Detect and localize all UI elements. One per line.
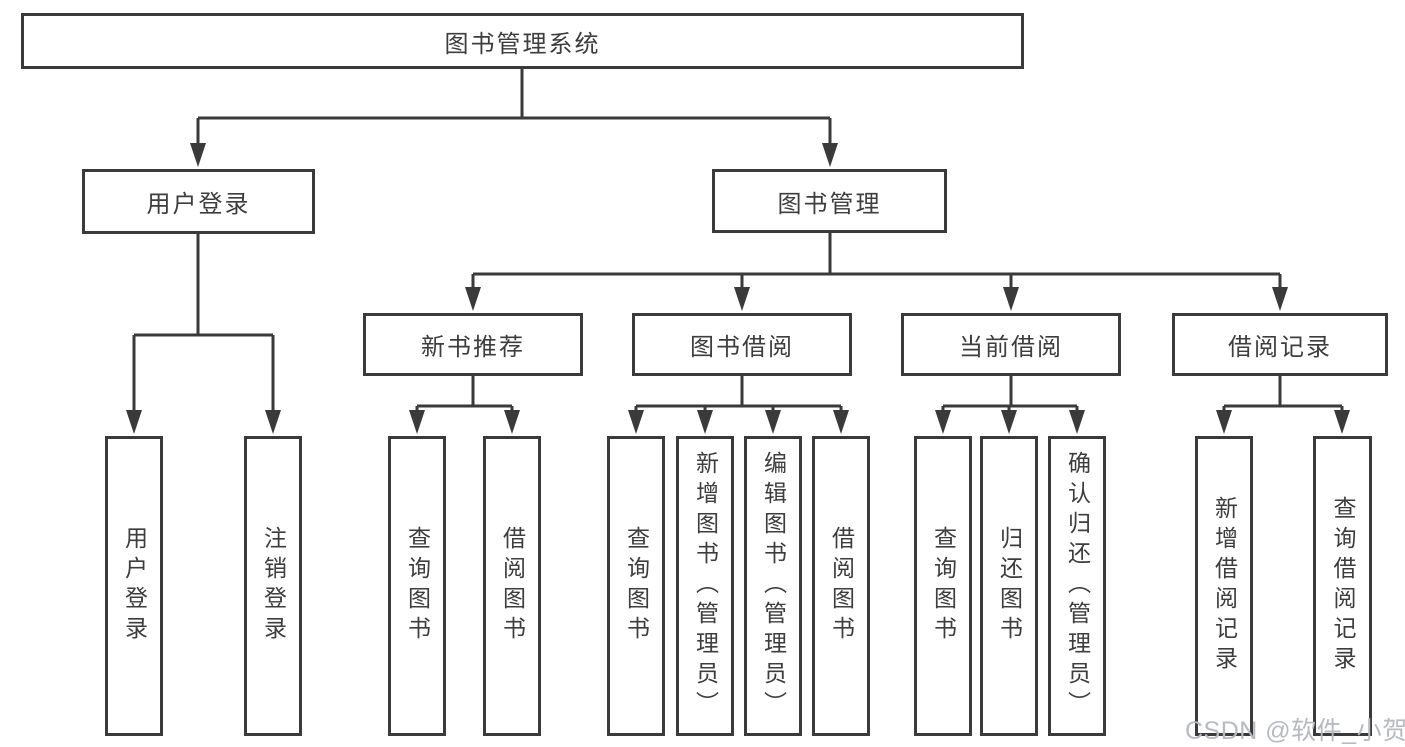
connector-bookmgmt-to-level3 — [465, 233, 1288, 311]
leaf-label: 查询借阅记录 — [1330, 496, 1356, 676]
node-borrow-record-label: 借阅记录 — [1228, 334, 1332, 361]
node-new-book-recommend: 新书推荐 — [363, 313, 583, 376]
leaf-label: 借阅图书 — [499, 526, 526, 646]
leaf-label: 确认归还（管理员） — [1064, 451, 1091, 721]
node-current-borrow: 当前借阅 — [901, 313, 1121, 376]
node-book-management-label: 图书管理 — [777, 190, 882, 218]
node-leaf-user-login: 用户登录 — [105, 436, 163, 736]
node-leaf-borrow-book-recommend: 借阅图书 — [483, 436, 541, 736]
node-new-book-recommend-label: 新书推荐 — [421, 334, 525, 361]
leaf-label: 新增借阅记录 — [1211, 496, 1238, 676]
leaf-label: 查询图书 — [930, 526, 957, 646]
node-borrow-record: 借阅记录 — [1172, 313, 1388, 376]
node-leaf-confirm-return-admin: 确认归还（管理员） — [1048, 436, 1106, 736]
node-leaf-add-borrow-record: 新增借阅记录 — [1195, 436, 1253, 736]
node-leaf-return-book: 归还图书 — [980, 436, 1038, 736]
leaf-label: 借阅图书 — [828, 526, 855, 646]
leaf-label: 查询图书 — [623, 526, 650, 646]
connector-userlogin-to-leaves — [126, 234, 281, 434]
connector-currentborrow-to-leaves — [935, 376, 1085, 434]
leaf-label: 归还图书 — [996, 526, 1023, 646]
node-leaf-edit-book-admin: 编辑图书（管理员） — [744, 436, 802, 736]
node-user-login-label: 用户登录 — [146, 191, 251, 218]
node-current-borrow-label: 当前借阅 — [959, 334, 1063, 361]
leaf-label: 查询图书 — [404, 526, 431, 646]
node-book-management: 图书管理 — [712, 169, 947, 233]
leaf-label: 注销登录 — [260, 526, 287, 646]
leaf-label: 新增图书（管理员） — [692, 451, 719, 721]
node-leaf-logout: 注销登录 — [244, 436, 302, 736]
node-leaf-query-book-borrow: 查询图书 — [607, 436, 665, 736]
csdn-watermark: CSDN @软件_小贺同学 — [1185, 717, 1405, 745]
node-book-borrow: 图书借阅 — [632, 313, 852, 376]
node-leaf-borrow-book: 借阅图书 — [812, 436, 870, 736]
leaf-label: 用户登录 — [121, 526, 148, 646]
leaf-label: 编辑图书（管理员） — [760, 451, 787, 721]
node-leaf-query-book-recommend: 查询图书 — [388, 436, 446, 736]
node-root: 图书管理系统 — [21, 13, 1024, 69]
connector-borrowrecord-to-leaves — [1216, 376, 1350, 434]
connector-newbookrec-to-leaves — [409, 376, 520, 434]
node-user-login: 用户登录 — [82, 169, 315, 234]
node-root-label: 图书管理系统 — [444, 30, 601, 58]
connector-bookborrow-to-leaves — [628, 376, 849, 434]
node-leaf-add-book-admin: 新增图书（管理员） — [676, 436, 734, 736]
connector-root-to-level2 — [190, 69, 838, 167]
node-book-borrow-label: 图书借阅 — [690, 334, 794, 361]
node-leaf-query-book-current: 查询图书 — [914, 436, 972, 736]
node-leaf-query-borrow-record: 查询借阅记录 — [1313, 436, 1372, 736]
